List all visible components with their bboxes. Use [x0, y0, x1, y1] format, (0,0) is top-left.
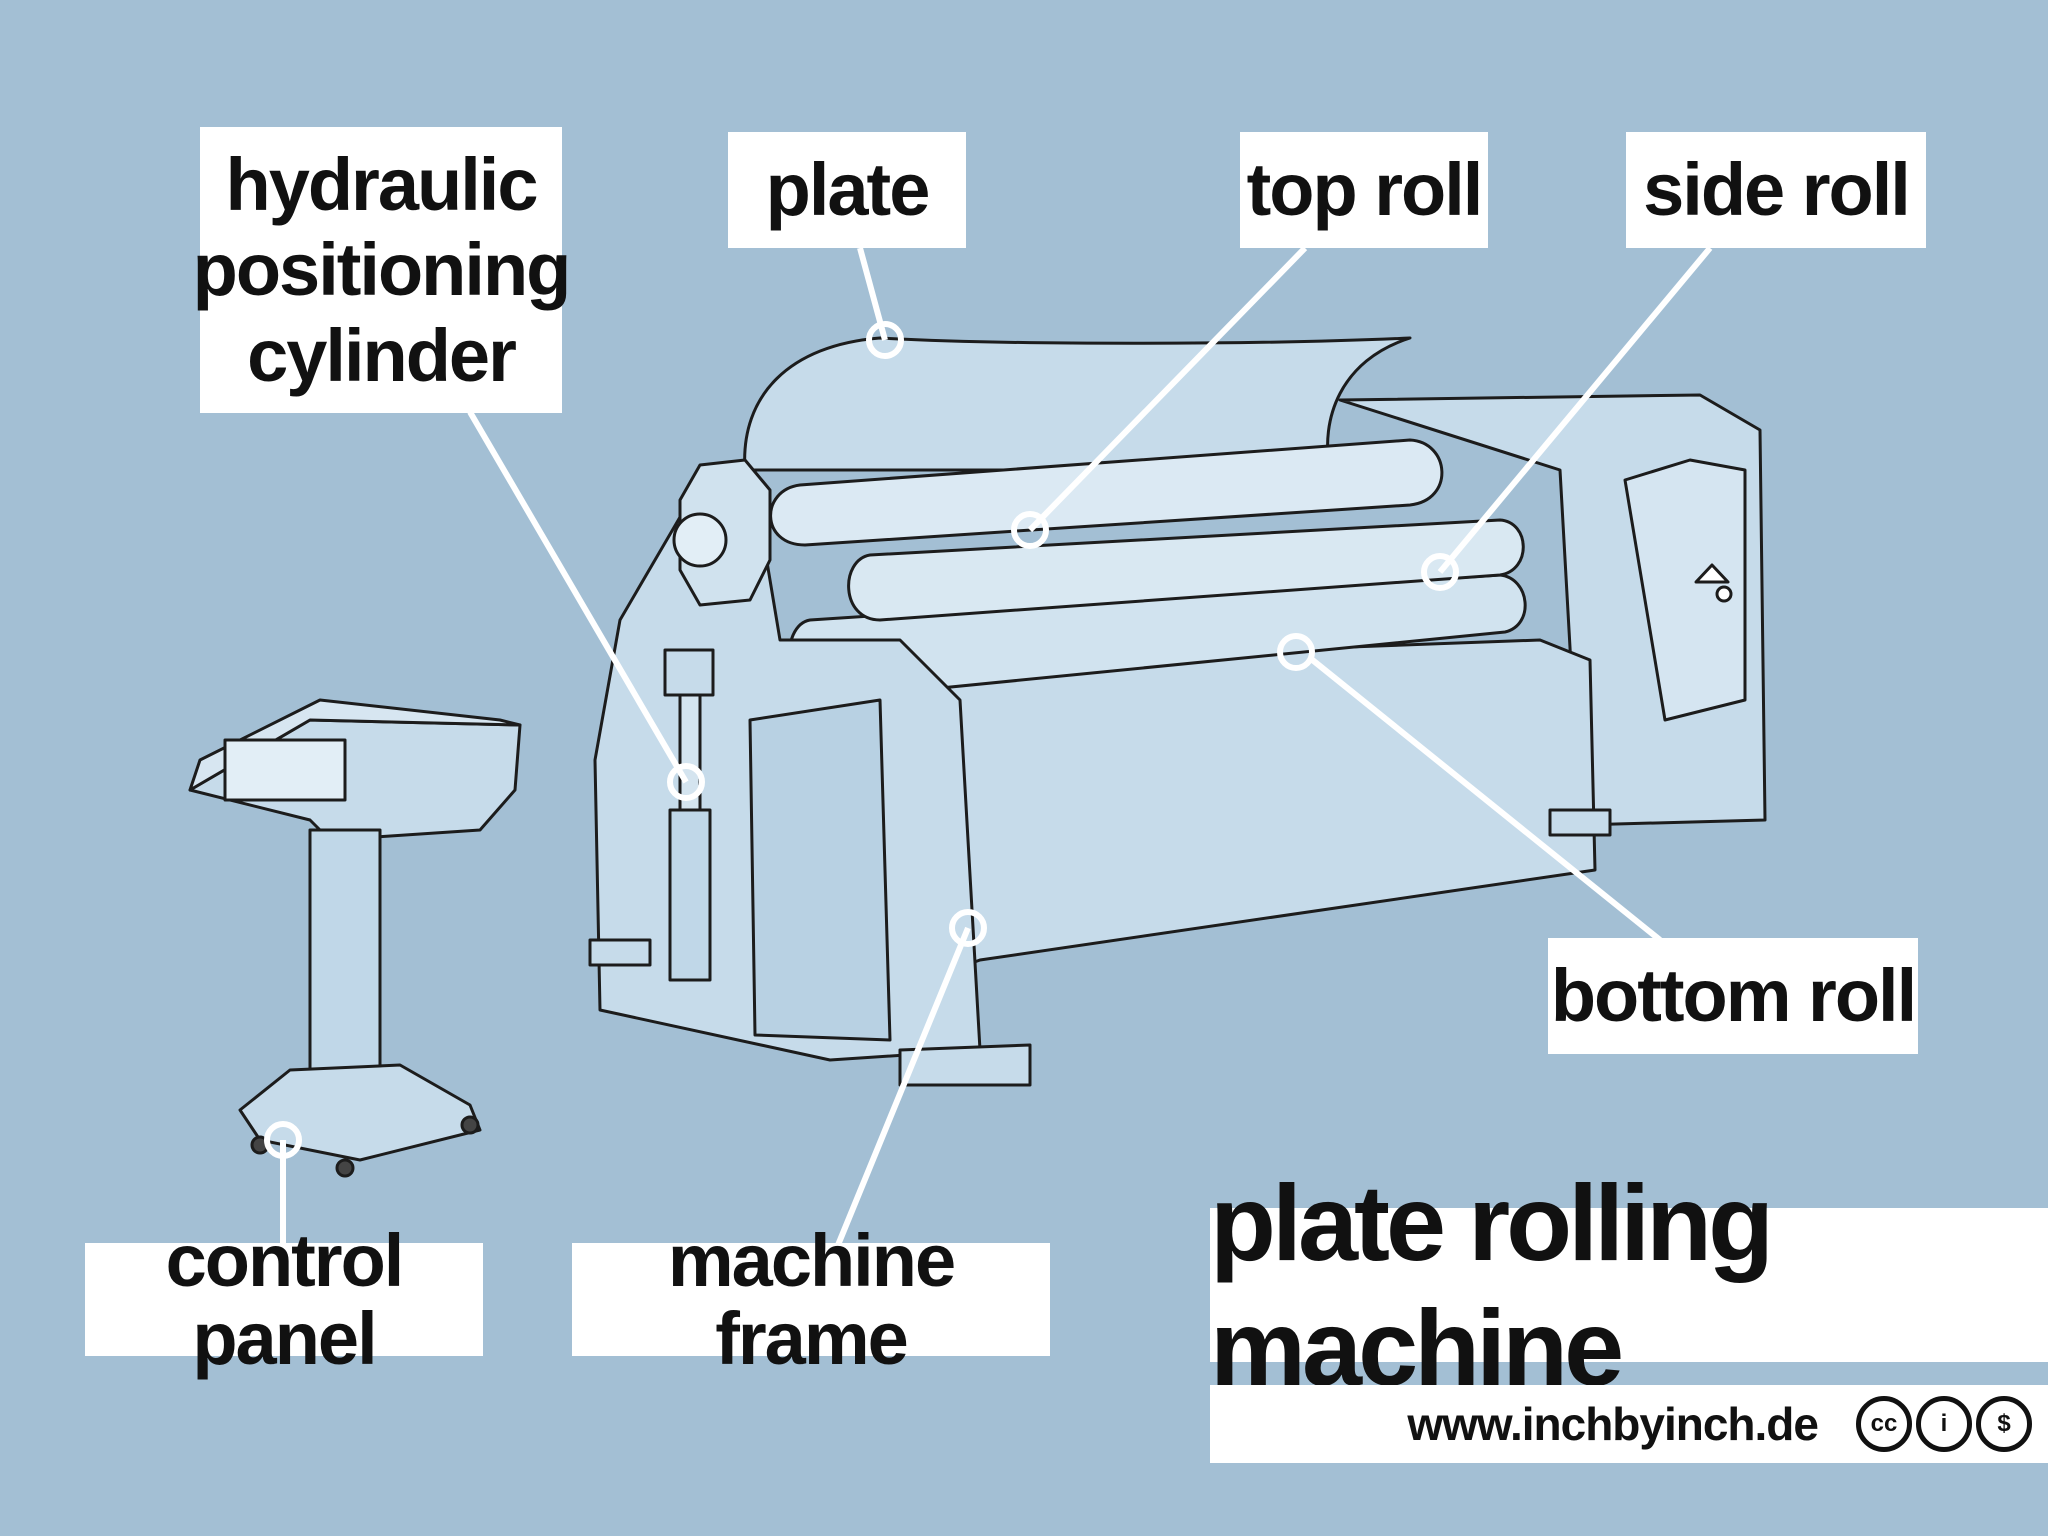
leader-machine-frame	[835, 926, 971, 1247]
hydraulic-positioning-cylinder-label: hydraulic positioning cylinder	[193, 127, 571, 413]
marker-plate	[866, 321, 904, 359]
top-roll-shape	[769, 438, 1444, 547]
plate-label: plate	[728, 132, 966, 248]
marker-top-roll	[1011, 511, 1049, 549]
marker-hydraulic	[667, 763, 705, 801]
license-icons: cc i $	[1856, 1396, 2032, 1452]
diagram-title: plate rolling machine	[1210, 1162, 2048, 1408]
cabinet-arrow	[1694, 563, 1730, 584]
leader-top-roll	[1027, 245, 1308, 533]
machine-frame-label: machine frame	[572, 1221, 1050, 1377]
cabinet-knob	[1715, 585, 1733, 603]
hydraulic-cylinder-body	[668, 808, 712, 982]
attribution-icon: i	[1916, 1396, 1972, 1452]
hydraulic-mount	[663, 648, 715, 697]
foot-right	[1548, 808, 1612, 837]
hydraulic-line-3: cylinder	[247, 313, 517, 397]
foot-left	[588, 938, 652, 967]
leader-hydraulic	[467, 410, 689, 784]
website-link[interactable]: www.inchbyinch.de	[1407, 1398, 1819, 1450]
credit-bar: www.inchbyinch.de cc i $	[1210, 1385, 2048, 1463]
hydraulic-line-1: hydraulic	[225, 143, 539, 227]
control-panel-pedestal	[188, 698, 522, 1178]
side-roll-shape	[847, 518, 1525, 622]
side-roll-label: side roll	[1626, 132, 1926, 248]
marker-side-roll	[1421, 553, 1459, 591]
marker-control-panel	[264, 1121, 302, 1159]
marker-machine-frame	[949, 909, 987, 947]
noncommercial-icon: $	[1976, 1396, 2032, 1452]
plate-sheet	[743, 336, 1412, 472]
control-panel-label: control panel	[85, 1221, 483, 1377]
cc-icon: cc	[1856, 1396, 1912, 1452]
marker-bottom-roll	[1277, 633, 1315, 671]
bottom-roll-label: bottom roll	[1548, 938, 1918, 1054]
hydraulic-line-2: positioning	[192, 228, 572, 312]
top-roll-label: top roll	[1240, 132, 1488, 248]
hub-center	[672, 512, 728, 568]
leader-side-roll	[1437, 246, 1713, 574]
frame-side-plate	[748, 698, 892, 1042]
leader-bottom-roll	[1308, 655, 1662, 943]
frame-foot	[898, 1043, 1032, 1087]
control-cabinet-door	[1623, 458, 1747, 722]
